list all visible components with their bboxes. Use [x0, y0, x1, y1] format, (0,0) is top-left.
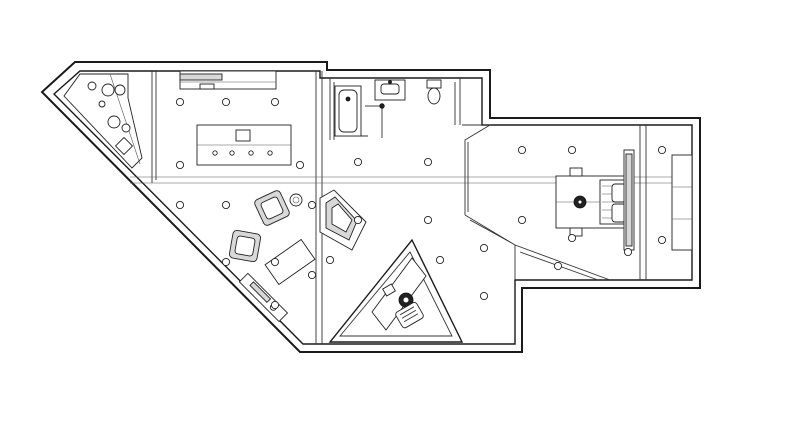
nightstand: [569, 227, 583, 237]
circle-light-icon: [353, 157, 363, 167]
circle-light-icon: [479, 291, 489, 301]
circle-light-icon: [423, 157, 433, 167]
circle-light-icon: [270, 257, 280, 267]
circle-light-icon: [553, 261, 563, 271]
circle-light-icon: [517, 215, 527, 225]
burner-icon: [101, 83, 115, 97]
toilet-tank: [426, 79, 442, 89]
circle-light-icon: [270, 300, 280, 310]
circle-light-icon: [307, 200, 317, 210]
ceiling-lights: [175, 97, 667, 310]
office: [328, 238, 464, 343]
burner-icon: [107, 115, 121, 129]
sink-icon: [380, 83, 400, 95]
circle-light-icon: [435, 255, 445, 265]
living-room: [228, 189, 367, 323]
shower-valve-icon: [379, 103, 385, 109]
kitchen: [63, 70, 292, 169]
circle-light-icon: [175, 200, 185, 210]
sofa: [319, 189, 367, 251]
side-table: [289, 193, 303, 207]
circle-light-icon: [175, 160, 185, 170]
closet: [671, 154, 693, 251]
circle-light-icon: [270, 97, 280, 107]
circle-light-icon: [325, 255, 335, 265]
circle-light-icon: [657, 235, 667, 245]
circle-light-icon: [353, 215, 363, 225]
circle-light-icon: [175, 97, 185, 107]
office-chair: [395, 301, 424, 329]
burner-icon: [121, 123, 131, 133]
circle-light-icon: [295, 160, 305, 170]
armchair: [254, 190, 290, 226]
laptop-icon: [382, 283, 396, 297]
circle-light-icon: [479, 243, 489, 253]
bedroom: [555, 149, 635, 251]
circle-light-icon: [423, 215, 433, 225]
circle-light-icon: [221, 257, 231, 267]
circle-light-icon: [567, 233, 577, 243]
burner-icon: [87, 81, 97, 91]
circle-light-icon: [623, 247, 633, 257]
sink-icon: [235, 129, 251, 142]
wardrobe: [671, 154, 693, 251]
circle-light-icon: [517, 145, 527, 155]
circle-light-icon: [567, 145, 577, 155]
circle-light-icon: [657, 145, 667, 155]
armchair: [228, 229, 262, 263]
coffee-table: [264, 238, 316, 286]
burner-icon: [98, 100, 106, 108]
toilet-icon: [427, 87, 441, 105]
circle-light-icon: [221, 97, 231, 107]
burner-icon: [114, 84, 126, 96]
circle-light-icon: [307, 270, 317, 280]
stove-icon: [199, 83, 215, 90]
nightstand: [569, 167, 583, 177]
bathroom: [334, 79, 442, 138]
circle-light-icon: [221, 200, 231, 210]
desk: [371, 257, 427, 331]
